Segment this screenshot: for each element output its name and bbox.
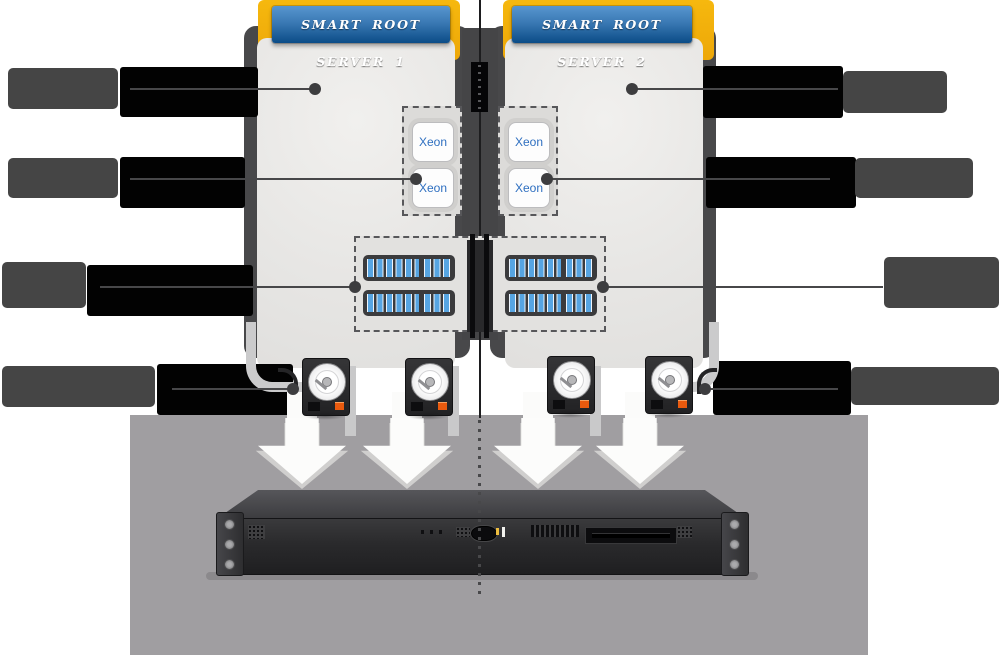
spine-column — [470, 234, 475, 338]
hdd4-callout-arc — [697, 368, 717, 394]
down-arrow-icon — [360, 418, 454, 489]
connector-line — [603, 286, 883, 288]
status-leds — [421, 530, 447, 534]
callout-label-right-4 — [851, 367, 999, 405]
vent-grille-icon — [248, 525, 265, 539]
callout-label-left-1 — [8, 68, 118, 109]
callout-label-left-3 — [2, 262, 86, 308]
ram-module-icon — [363, 290, 455, 316]
ram-center-spine — [467, 234, 493, 338]
connector-dot — [287, 383, 299, 395]
ram-module-icon — [363, 255, 455, 281]
connector-line — [130, 178, 416, 180]
power-led-yellow — [496, 528, 499, 535]
callout-box-right-2 — [706, 157, 856, 208]
pipe-icon — [590, 366, 601, 436]
down-arrow-icon — [255, 418, 349, 489]
ram-module-icon — [505, 290, 597, 316]
connector-line — [705, 388, 838, 390]
connector-line — [547, 178, 830, 180]
connector-dot — [626, 83, 638, 95]
rack-server-top — [218, 490, 745, 518]
xeon-cpu-chip: Xeon — [412, 122, 454, 162]
optical-drive — [585, 527, 677, 544]
connector-line — [130, 88, 315, 90]
power-led-white — [502, 527, 505, 537]
connector-line — [172, 388, 293, 390]
callout-label-right-3 — [884, 257, 999, 308]
connector-dot — [410, 173, 422, 185]
callout-box-left-3 — [87, 265, 253, 316]
hdd-icon — [547, 356, 595, 418]
rack-ear-left — [216, 512, 244, 576]
server2-header: SMART ROOT SERVER 2 — [512, 6, 692, 69]
down-arrow-icon — [491, 418, 585, 489]
callout-box-left-2 — [120, 157, 245, 208]
pipe-icon — [448, 366, 459, 436]
spine-column — [484, 234, 489, 338]
callout-box-right-1 — [703, 66, 843, 118]
xeon-cpu-chip: Xeon — [508, 122, 550, 162]
center-divider-line — [479, 0, 481, 418]
connector-line — [632, 88, 838, 90]
vent-grille-icon — [677, 526, 692, 538]
spine-connector-icon — [471, 62, 488, 112]
hdd1-callout-arc — [278, 368, 298, 394]
connector-dot — [597, 281, 609, 293]
callout-label-left-2 — [8, 158, 118, 198]
connector-dot — [541, 173, 553, 185]
vent-slots-icon — [531, 525, 579, 538]
callout-label-right-1 — [843, 71, 947, 113]
down-arrow-icon — [593, 418, 687, 489]
power-button — [471, 526, 497, 541]
pipe-icon — [345, 366, 356, 436]
callout-label-right-2 — [855, 158, 973, 198]
connector-dot — [349, 281, 361, 293]
server1-header: SMART ROOT SERVER 1 — [272, 6, 450, 69]
hdd-icon — [405, 358, 453, 420]
connector-pins-icon — [478, 65, 481, 109]
hdd-icon — [302, 358, 350, 420]
callout-box-left-1 — [120, 67, 258, 117]
hdd-icon — [645, 356, 693, 418]
callout-label-left-4 — [2, 366, 155, 407]
center-divider-dotted — [478, 420, 481, 600]
connector-line — [100, 286, 355, 288]
ram-module-icon — [505, 255, 597, 281]
usb-ports-icon — [456, 527, 470, 537]
connector-dot — [309, 83, 321, 95]
connector-dot — [699, 383, 711, 395]
rack-server-front — [218, 518, 747, 575]
rack-shadow — [206, 572, 758, 580]
rack-ear-right — [721, 512, 749, 576]
